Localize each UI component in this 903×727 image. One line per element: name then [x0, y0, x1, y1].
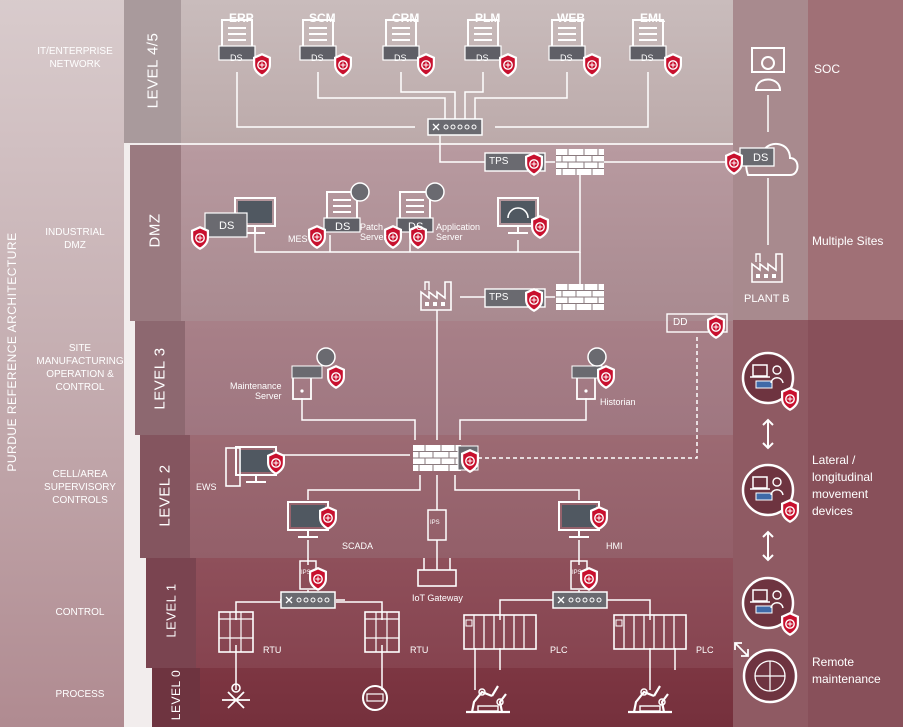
level-tab-0: LEVEL 0	[169, 669, 183, 721]
server-erp-label: ERP	[229, 11, 254, 25]
tps-label-bottom: TPS	[489, 292, 509, 303]
hmi-label: HMI	[606, 541, 623, 551]
ds-label: DS	[753, 152, 769, 164]
tps-label-top: TPS	[489, 156, 509, 167]
level-tab-dmz: DMZ	[146, 213, 164, 248]
ds-label: DS	[230, 53, 243, 63]
scada-label: SCADA	[342, 541, 374, 551]
ds-label: DS	[408, 221, 424, 233]
patch-server-label: Patch Server	[360, 222, 387, 242]
level-tab-3: LEVEL 3	[151, 347, 169, 410]
zone-label-enterprise: IT/ENTERPRISE NETWORK	[37, 46, 113, 70]
ds-label: DS	[394, 53, 407, 63]
ds-label: DS	[560, 53, 573, 63]
level0-zone	[200, 668, 733, 727]
dmz-zone	[181, 145, 733, 321]
lateral-movement-label: Lateral / longitudinal movement devices	[812, 453, 873, 518]
ips-iot-icon	[427, 509, 447, 541]
zone-label-dmz: INDUSTRIAL DMZ	[45, 227, 105, 251]
dd-label: DD	[673, 317, 688, 328]
server-eml-label: EML	[640, 11, 666, 25]
server-scm-label: SCM	[309, 11, 336, 25]
soc-screen-icon	[751, 47, 785, 73]
plant-b-label: PLANT B	[744, 293, 790, 305]
ips-label: IPS	[430, 520, 440, 526]
meter-icon	[362, 685, 388, 711]
level-tab-45: LEVEL 4/5	[144, 32, 162, 109]
level-tab-2: LEVEL 2	[156, 464, 174, 527]
iot-gateway-icon	[417, 569, 457, 587]
ds-label: DS	[335, 221, 351, 233]
ips-label: IPS	[301, 570, 311, 576]
historian-label: Historian	[600, 397, 636, 407]
plc-label-1: PLC	[550, 645, 568, 655]
mes-label: MES	[288, 234, 308, 244]
iot-gateway-label: IoT Gateway	[412, 593, 463, 603]
valve-icon	[222, 683, 250, 709]
ds-label: DS	[476, 53, 489, 63]
level45-tab	[124, 0, 181, 143]
zone-label-level2: CELL/AREA SUPERVISORY CONTROLS	[44, 469, 116, 506]
server-plm-label: PLM	[475, 11, 501, 25]
zone-label-level0: PROCESS	[55, 689, 105, 700]
level3-zone	[185, 321, 733, 435]
core-firewall-icon	[412, 444, 462, 472]
plc-label-2: PLC	[696, 645, 714, 655]
firewall-top-icon	[555, 148, 605, 176]
maintenance-server-label: Maintenance Server	[230, 381, 282, 401]
server-crm-label: CRM	[392, 11, 420, 25]
remote-maintenance-label: Remote maintenance	[812, 655, 881, 686]
soc-label: SOC	[814, 62, 841, 76]
enterprise-switch-icon	[427, 118, 483, 136]
zone-label-level3: SITE MANUFACTURING OPERATION & CONTROL	[36, 343, 124, 393]
side-title: PURDUE REFERENCE ARCHITECTURE	[5, 232, 19, 472]
left-label-column	[0, 0, 124, 727]
rtu-label-1: RTU	[263, 645, 282, 655]
dd-icon	[666, 313, 728, 333]
zone-label-level1: CONTROL	[55, 607, 105, 618]
ews-label: EWS	[196, 482, 217, 492]
rtu-label-2: RTU	[410, 645, 429, 655]
ds-label: DS	[311, 53, 324, 63]
ips-label: IPS	[572, 570, 582, 576]
ds-label: DS	[219, 220, 235, 232]
multiple-sites-label: Multiple Sites	[812, 234, 884, 248]
firewall-bottom-icon	[555, 283, 605, 311]
application-server-label: Application Server	[436, 222, 481, 242]
server-web-label: WEB	[557, 11, 585, 25]
ds-label: DS	[641, 53, 654, 63]
